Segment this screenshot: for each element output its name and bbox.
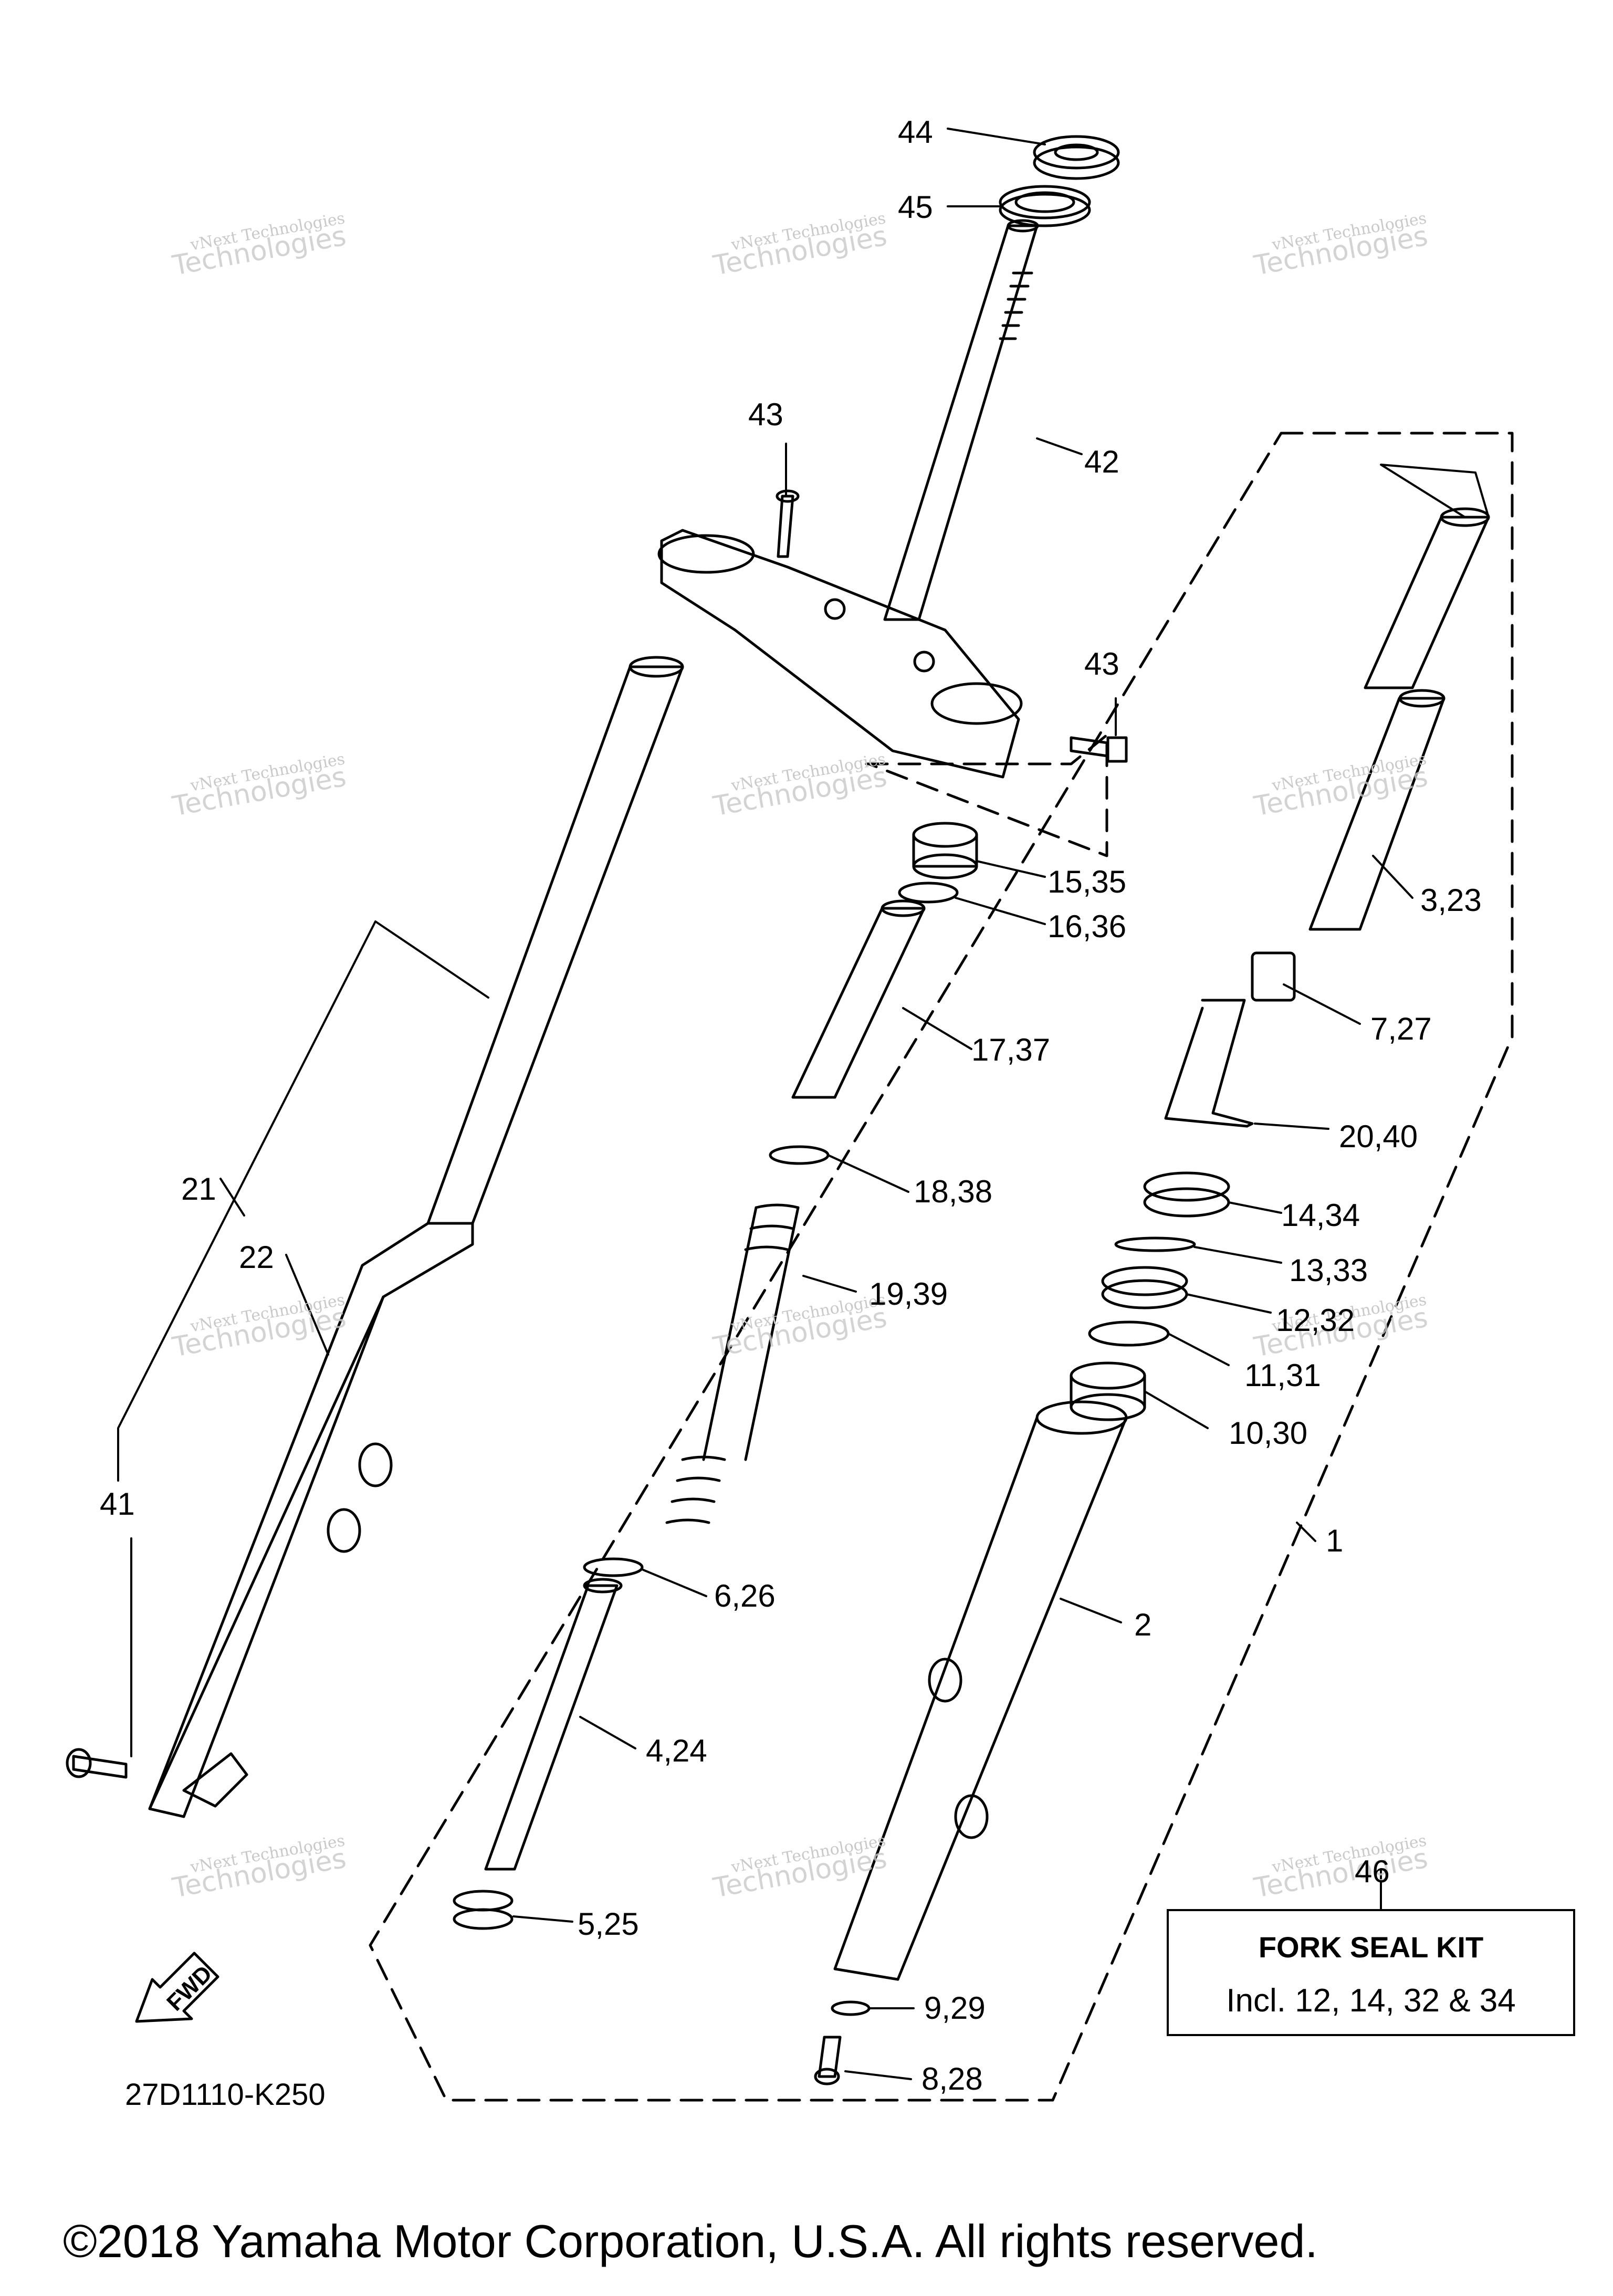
left-fork-tube [148,656,684,1818]
protector-20 [1164,999,1254,1128]
part-label-1: 1 [1326,1523,1344,1558]
bolt-41 [66,1748,128,1779]
bolt-43-upper [776,489,800,558]
fork-cap-bolt-15 [912,822,978,879]
part-label-17-37: 17,37 [971,1032,1051,1067]
bolt-43-lower [1070,736,1128,763]
part-label-41: 41 [100,1486,135,1522]
piston-ring-6 [583,1557,644,1577]
dust-seal-14 [1143,1171,1230,1218]
part-label-44: 44 [898,114,933,150]
part-label-8-28: 8,28 [921,2061,983,2096]
part-label-43: 43 [748,397,783,432]
kit-title: FORK SEAL KIT [1258,1931,1484,1964]
clip-13 [1114,1236,1196,1252]
outer-tube-2 [833,1400,1128,1981]
part-label-15-35: 15,35 [1048,864,1127,899]
bolt-8 [814,2036,842,2085]
copyright-notice: ©2018 Yamaha Motor Corporation, U.S.A. A… [63,2215,1318,2267]
part-label-45: 45 [898,190,933,225]
part-label-16-36: 16,36 [1048,909,1127,944]
steering-stem-42 [883,219,1039,621]
part-label-43: 43 [1084,646,1119,682]
o-ring-16 [898,882,959,904]
part-label-10-30: 10,30 [1229,1416,1308,1451]
part-label-11-31: 11,31 [1244,1358,1321,1393]
part-label-42: 42 [1084,444,1119,479]
part-label-3-23: 3,23 [1420,883,1482,918]
assembly-1-dashed-outline [369,432,1514,2102]
part-label-7-27: 7,27 [1370,1011,1432,1046]
part-label-13-33: 13,33 [1289,1253,1368,1288]
rebound-spring-5 [453,1890,514,1930]
part-label-18-38: 18,38 [914,1174,993,1209]
slide-bushing-7 [1251,951,1296,1002]
kit-description: Incl. 12, 14, 32 & 34 [1226,1983,1516,2019]
part-label-12-32: 12,32 [1276,1303,1355,1338]
leader-lines [117,128,1490,2080]
part-label-22: 22 [239,1240,274,1275]
fork-seal-kit-box: FORK SEAL KIT Incl. 12, 14, 32 & 34 [1167,1909,1575,2036]
part-label-5-25: 5,25 [578,1906,639,1942]
part-label-9-29: 9,29 [924,1990,986,2026]
washer-9 [831,2000,871,2016]
inner-tube-3 [1308,507,1490,931]
fork-spring-19 [665,1203,800,1524]
part-label-4-24: 4,24 [646,1733,707,1768]
part-label-46: 46 [1355,1854,1390,1889]
lower-bracket [657,529,1023,779]
fwd-arrow-icon: FWD [135,1952,219,2023]
part-label-14-34: 14,34 [1281,1198,1360,1233]
part-label-2: 2 [1134,1607,1152,1642]
part-label-19-39: 19,39 [869,1276,948,1312]
diagram-reference-code: 27D1110-K250 [125,2078,326,2112]
part-label-21: 21 [181,1171,216,1207]
part-label-6-26: 6,26 [714,1578,776,1613]
damper-rod-4 [484,1578,623,1871]
spacer-17 [791,899,926,1099]
part-label-20-40: 20,40 [1339,1119,1418,1154]
washer-18 [769,1145,830,1165]
seal-45 [999,185,1091,227]
inner-assembly-dashed-outline [865,733,1108,857]
oil-seal-12 [1101,1266,1188,1309]
washer-11 [1088,1320,1170,1347]
bushing-10 [1070,1361,1146,1421]
bearing-44 [1033,135,1120,180]
